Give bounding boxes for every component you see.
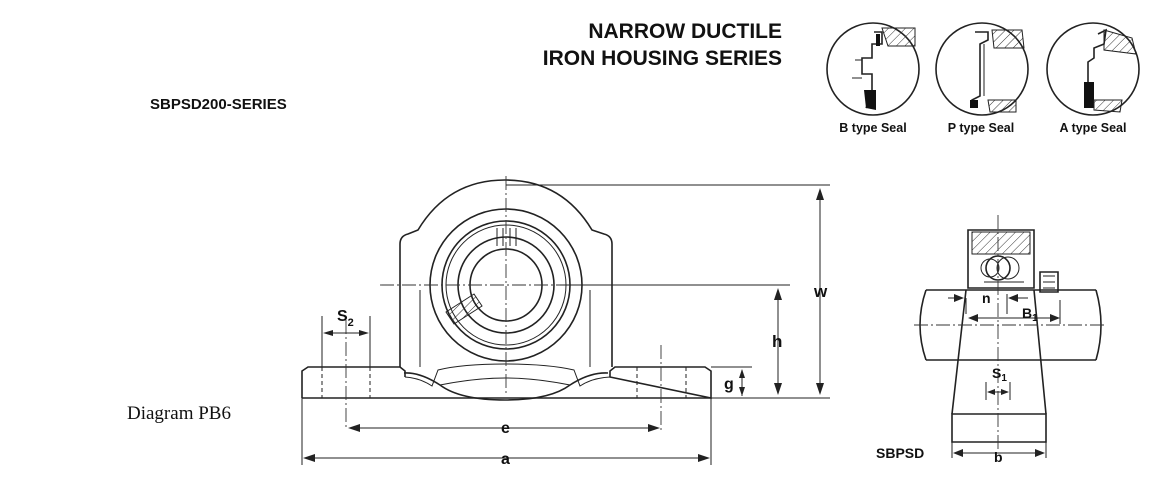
front-dimensions (301, 184, 830, 465)
series-label: SBPSD200-SERIES (150, 96, 287, 113)
dim-n: n (982, 290, 991, 306)
dim-s2: S2 (337, 308, 354, 329)
dim-a: a (501, 451, 510, 468)
dim-s1: S1 (992, 365, 1007, 384)
seal-detail-a (1046, 22, 1140, 116)
side-view (914, 215, 1106, 458)
title-line-1: NARROW DUCTILE (588, 20, 782, 43)
diagram-caption: Diagram PB6 (127, 403, 231, 424)
dim-e: e (501, 420, 510, 437)
dim-b1: B1 (1022, 305, 1038, 324)
dim-g: g (724, 376, 734, 393)
seal-label-b: B type Seal (839, 121, 907, 135)
dim-b: b (994, 449, 1003, 465)
title-line-2: IRON HOUSING SERIES (542, 47, 782, 70)
seal-detail-b (826, 22, 920, 116)
dim-h: h (772, 332, 782, 351)
dim-w: w (813, 282, 828, 301)
seal-label-p: P type Seal (947, 121, 1015, 135)
seal-label-a: A type Seal (1059, 121, 1127, 135)
seal-detail-p (935, 22, 1029, 116)
front-view (301, 176, 712, 430)
side-view-label: SBPSD (876, 445, 924, 461)
